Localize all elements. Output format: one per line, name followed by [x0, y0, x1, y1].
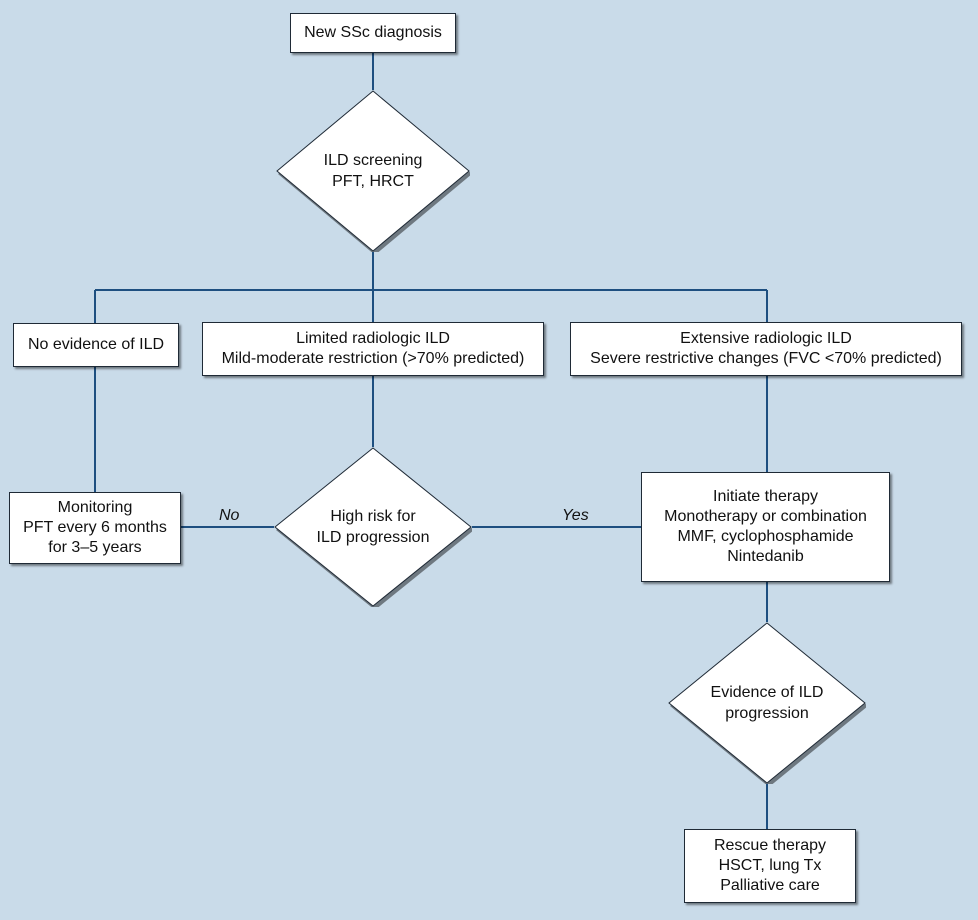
node-new-ssc-diagnosis: New SSc diagnosis	[290, 13, 456, 53]
node-limited-radiologic-ild: Limited radiologic ILD Mild-moderate rest…	[202, 322, 544, 376]
node-text-line: Rescue therapy	[713, 837, 827, 854]
node-text-line: for 3–5 years	[48, 539, 142, 556]
node-text-line: Initiate therapy	[713, 488, 818, 505]
edge-label-yes: Yes	[562, 507, 589, 524]
node-text-line: Palliative care	[720, 877, 820, 894]
node-text-line: Nintedanib	[727, 548, 804, 565]
node-text-line: Limited radiologic ILD	[296, 330, 450, 347]
node-no-evidence-of-ild: No evidence of ILD	[13, 323, 179, 367]
node-text-line: High risk for	[330, 508, 416, 525]
node-text-line: Evidence of ILD	[710, 684, 824, 701]
node-text-line: PFT, HRCT	[332, 173, 414, 190]
node-text-line: ILD progression	[316, 529, 430, 546]
diamond-shape-ild-screening	[276, 90, 470, 252]
node-text-line: Severe restrictive changes (FVC <70% pre…	[590, 350, 942, 367]
node-text-line: Monotherapy or combination	[664, 508, 867, 525]
node-text-line: MMF, cyclophosphamide	[677, 528, 854, 545]
node-extensive-radiologic-ild: Extensive radiologic ILD Severe restricti…	[570, 322, 962, 376]
node-text-line: Monitoring	[57, 499, 133, 516]
node-text-line: HSCT, lung Tx	[718, 857, 822, 874]
node-text-line: Extensive radiologic ILD	[680, 330, 852, 347]
node-text-line: progression	[725, 705, 809, 722]
node-text-line: PFT every 6 months	[23, 519, 167, 536]
diamond-shape-evidence-progression	[668, 622, 866, 784]
node-text-line: New SSc diagnosis	[304, 24, 442, 41]
diamond-shape-high-risk	[274, 447, 472, 607]
node-text-line: Mild-moderate restriction (>70% predicte…	[221, 350, 525, 367]
node-text-line: ILD screening	[323, 152, 423, 169]
edge-label-no: No	[219, 507, 240, 524]
decision-evidence-of-progression: Evidence of ILD progression	[668, 622, 866, 784]
node-text-line: No evidence of ILD	[27, 336, 165, 353]
